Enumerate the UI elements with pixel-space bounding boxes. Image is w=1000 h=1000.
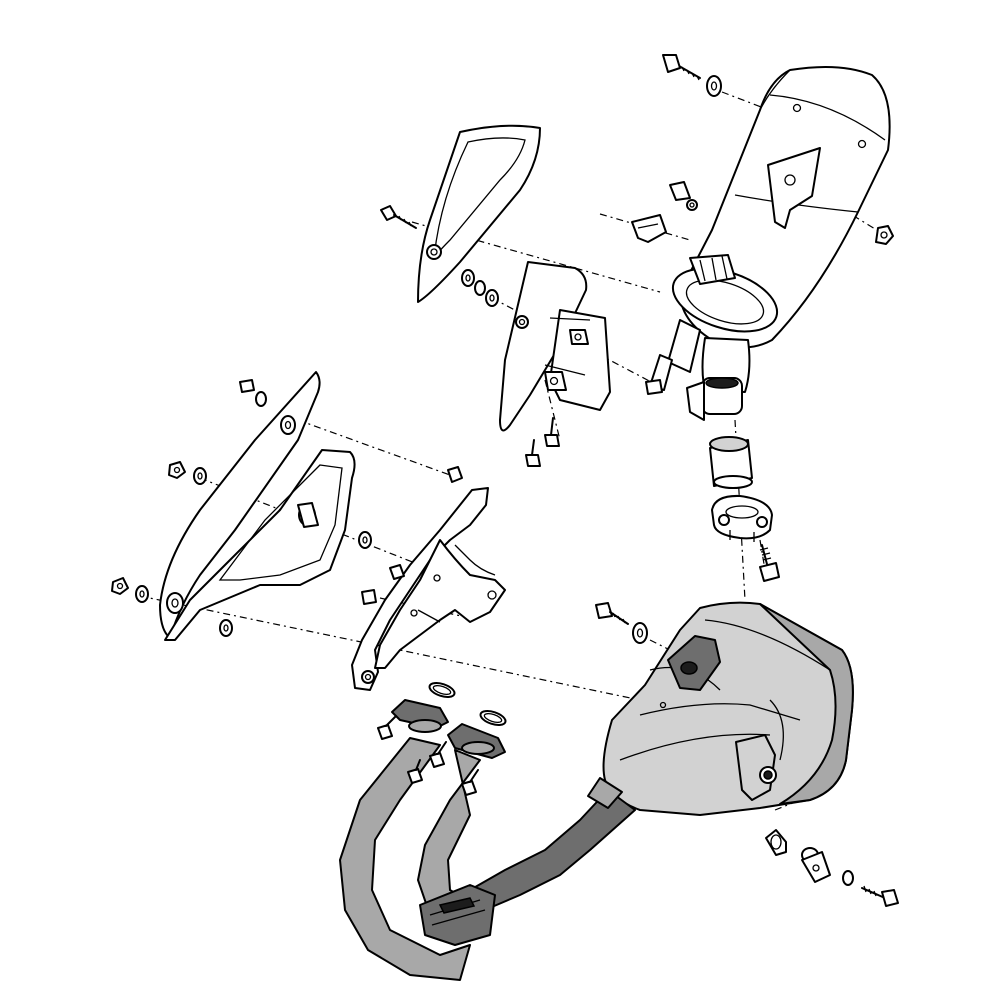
muffler-outlet-tube bbox=[649, 319, 751, 421]
heat-shield-bolt[interactable] bbox=[380, 205, 417, 229]
end-cap-nut[interactable] bbox=[875, 225, 894, 245]
catalyst-mount-bolt[interactable] bbox=[595, 602, 648, 644]
heat-shield-clip[interactable] bbox=[669, 181, 698, 211]
muffler-body bbox=[671, 65, 891, 349]
heat-shield-cushion[interactable] bbox=[631, 214, 667, 243]
lower-right-hardware[interactable] bbox=[765, 829, 899, 907]
side-cover-top-bolt[interactable] bbox=[239, 379, 267, 407]
bracket-lower-bolts[interactable] bbox=[525, 417, 560, 467]
muffler-heat-shield-upper bbox=[417, 124, 541, 303]
mount-bracket-bolts[interactable] bbox=[361, 564, 405, 605]
side-cover-grommet-upper[interactable] bbox=[297, 502, 319, 528]
clamp-bolt[interactable] bbox=[759, 544, 780, 582]
bracket-washers[interactable] bbox=[461, 269, 499, 307]
muffler-heat-shield-bracket bbox=[499, 261, 611, 432]
cover-clip[interactable] bbox=[447, 466, 463, 483]
side-cover-grommet-lower[interactable] bbox=[166, 592, 184, 614]
header-studs-nuts[interactable] bbox=[377, 715, 479, 796]
exhaust-header-pipes bbox=[339, 699, 636, 981]
exhaust-gaskets[interactable] bbox=[428, 680, 507, 727]
bracket-pin[interactable] bbox=[645, 379, 663, 395]
rubber-grommet[interactable] bbox=[709, 436, 753, 489]
end-cap-bolt[interactable] bbox=[662, 54, 722, 97]
muffler-clamp[interactable] bbox=[711, 494, 773, 542]
side-cover-nuts-lower[interactable] bbox=[111, 577, 149, 603]
side-cover-spacers[interactable] bbox=[219, 531, 372, 637]
muffler-mount-bracket bbox=[351, 487, 506, 691]
side-cover-nuts-upper[interactable] bbox=[168, 461, 207, 485]
side-cover-left bbox=[159, 371, 356, 641]
catalyst-chamber bbox=[602, 601, 854, 816]
